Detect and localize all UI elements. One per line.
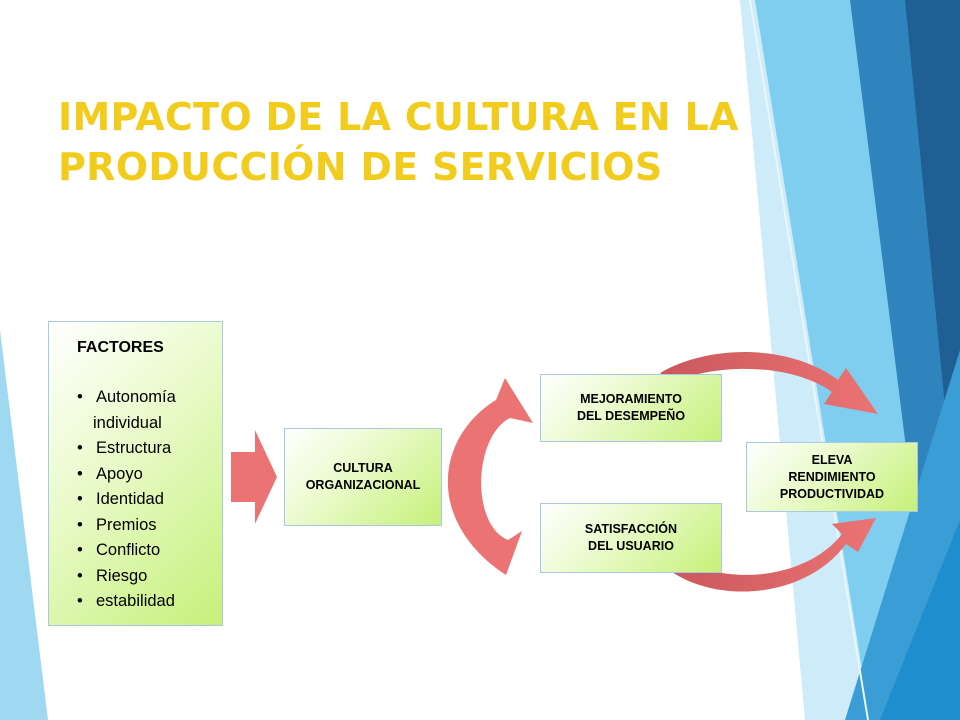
- factor-item: Estructura: [75, 436, 221, 462]
- result-label-line-2: RENDIMIENTO: [788, 469, 876, 484]
- slide-title-line-1: IMPACTO DE LA CULTURA EN LA: [58, 95, 739, 139]
- factor-item: Apoyo: [75, 462, 221, 488]
- result-label-line-3: PRODUCTIVIDAD: [779, 486, 885, 501]
- performance-to-result-arrow: [660, 352, 878, 414]
- left-edge-stripe: [0, 330, 48, 720]
- factor-item: Autonomía: [75, 385, 221, 411]
- satisfaction-label-line-1: SATISFACCIÓN: [584, 522, 678, 536]
- performance-box: MEJORAMIENTO DEL DESEMPEÑO: [540, 374, 722, 442]
- result-box: ELEVA RENDIMIENTO PRODUCTIVIDAD: [746, 442, 918, 512]
- factors-heading: FACTORES: [77, 339, 164, 356]
- split-curved-arrow: [447, 378, 533, 575]
- right-divider-line: [749, 0, 869, 720]
- satisfaction-label: SATISFACCIÓN DEL USUARIO: [585, 521, 677, 555]
- culture-label-line-2: ORGANIZACIONAL: [305, 478, 421, 492]
- result-label: ELEVA RENDIMIENTO PRODUCTIVIDAD: [780, 452, 884, 503]
- factors-box: FACTORES Autonomía individual Estructura…: [48, 321, 223, 626]
- culture-box: CULTURA ORGANIZACIONAL: [284, 428, 442, 526]
- performance-label-line-1: MEJORAMIENTO: [580, 392, 682, 406]
- performance-label-line-2: DEL DESEMPEÑO: [576, 409, 686, 423]
- result-label-line-1: ELEVA: [811, 452, 853, 467]
- slide-title-line-2: PRODUCCIÓN DE SERVICIOS: [58, 145, 663, 189]
- performance-label: MEJORAMIENTO DEL DESEMPEÑO: [577, 391, 685, 425]
- factor-item: estabilidad: [75, 589, 221, 615]
- satisfaction-label-line-2: DEL USUARIO: [588, 539, 674, 553]
- satisfaction-box: SATISFACCIÓN DEL USUARIO: [540, 503, 722, 573]
- factor-item-continuation: individual: [93, 413, 162, 432]
- right-corner-bright: [880, 520, 960, 720]
- factor-item: Conflicto: [75, 538, 221, 564]
- slide-title: IMPACTO DE LA CULTURA EN LA PRODUCCIÓN D…: [58, 92, 758, 192]
- factor-item: Identidad: [75, 487, 221, 513]
- culture-label-line-1: CULTURA: [333, 461, 393, 475]
- culture-label: CULTURA ORGANIZACIONAL: [306, 460, 421, 494]
- satisfaction-to-result-arrow: [672, 518, 876, 592]
- factors-to-culture-arrow: [231, 430, 277, 524]
- factors-list: Autonomía individual Estructura Apoyo Id…: [75, 385, 221, 615]
- factor-item: Premios: [75, 513, 221, 539]
- factor-item: Riesgo: [75, 564, 221, 590]
